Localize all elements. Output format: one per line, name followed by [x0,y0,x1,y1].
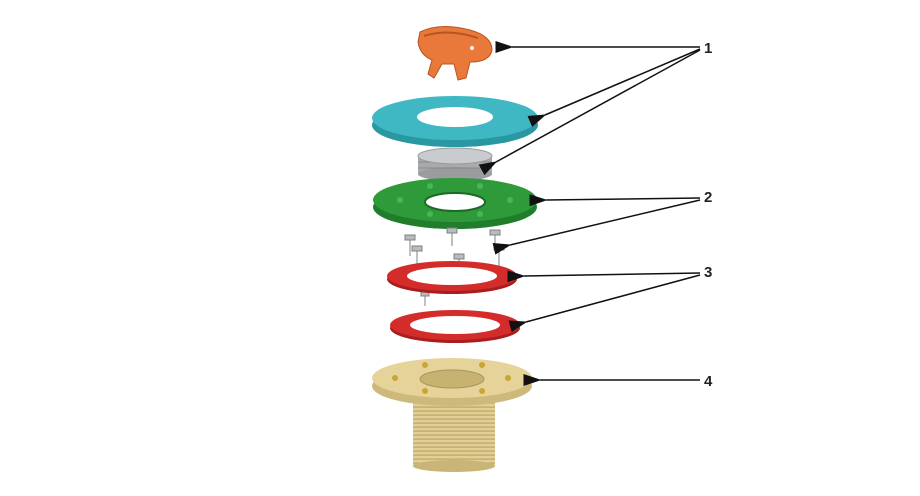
callout-label-1: 1 [704,40,712,57]
callout-label-4: 4 [704,373,713,390]
gray-plug-part [417,147,493,181]
cyan-cover-ring-part [372,96,538,147]
callout-label-3: 3 [704,264,712,281]
arrow-3-gasket-lower [508,274,701,333]
orange-key-part [417,26,493,81]
arrow-2-screws [492,199,701,255]
green-flange-part [373,178,537,229]
callout-label-2: 2 [704,189,712,206]
red-gasket-lower-part [390,310,520,343]
arrow-1-cover [527,48,701,127]
red-gasket-upper-part [387,261,517,294]
brass-threaded-body-part [372,358,532,472]
arrow-2-flange [529,194,701,207]
arrow-1-plug [478,49,701,176]
leader-arrows [478,41,701,386]
arrow-3-gasket-upper [507,270,701,283]
